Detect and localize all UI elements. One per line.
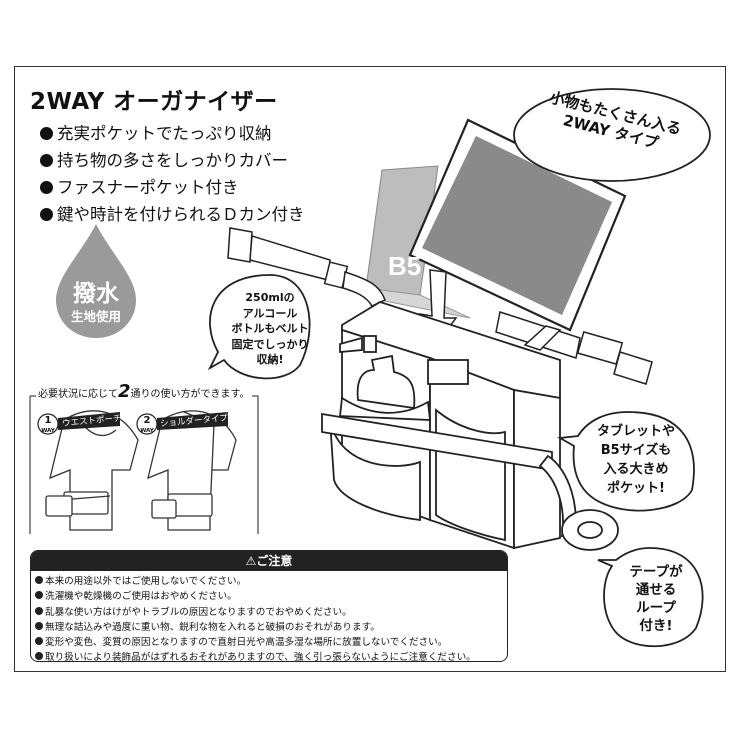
fabric-label: 生地使用	[70, 309, 121, 324]
b5-label: B5	[388, 251, 421, 281]
feature-item: ファスナーポケット付き	[40, 174, 305, 201]
caution-box: ⚠ご注意 本来の用途以外ではご使用しないでください。 洗濯機や乾燥機のご使用はお…	[30, 550, 508, 662]
mode-1-number: 1	[44, 415, 52, 426]
bubble-tape	[597, 547, 704, 648]
bubble-tablet	[557, 411, 695, 512]
bullet-icon	[40, 181, 53, 194]
bullet-icon	[35, 637, 43, 646]
bullet-icon	[40, 127, 53, 140]
bubble-bottle	[207, 274, 311, 380]
product-title: 2WAY オーガナイザー	[30, 89, 278, 115]
feature-item: 充実ポケットでたっぷり収納	[40, 120, 305, 147]
shoulder-type-figure	[147, 410, 237, 531]
caution-item: 本来の用途以外ではご使用しないでください。	[35, 574, 507, 589]
usage-panel	[29, 395, 259, 534]
mode-2-banner	[157, 412, 228, 430]
bubble-top-right	[513, 88, 711, 182]
mode-2-way: WAY	[140, 428, 154, 434]
caution-list: 本来の用途以外ではご使用しないでください。 洗濯機や乾燥機のご使用はおやめくださ…	[35, 574, 507, 661]
feature-list: 充実ポケットでたっぷり収納 持ち物の多さをしっかりカバー ファスナーポケット付き…	[40, 120, 305, 228]
water-drop-icon	[56, 224, 136, 338]
feature-item: 鍵や時計を付けられるＤカン付き	[40, 201, 305, 228]
callout-tape: テープが 通せる ループ 付き!	[629, 564, 683, 634]
water-repellent-badge: 撥水 生地使用	[52, 222, 140, 346]
caution-item: 変形や変色、変質の原因となりますので直射日光や高温多湿な場所に放置しないでくださ…	[35, 635, 507, 650]
caution-item: 乱暴な使い方はけがやトラブルの原因となりますのでおやめください。	[35, 605, 507, 620]
caution-item: 洗濯機や乾燥機のご使用はおやめください。	[35, 589, 507, 604]
feature-item: 持ち物の多さをしっかりカバー	[40, 147, 305, 174]
bullet-icon	[35, 576, 43, 584]
bullet-icon	[35, 606, 43, 615]
callout-bubbles	[207, 88, 711, 648]
left-belt	[227, 227, 386, 307]
bullet-icon	[35, 652, 43, 661]
b5-paper	[364, 165, 471, 319]
water-repellent-label: 撥水	[73, 281, 119, 307]
callout-bottle: 250mlの アルコール ボトルもベルト 固定でしっかり 収納!	[231, 291, 309, 366]
caution-heading: ⚠ご注意	[31, 551, 507, 571]
bullet-icon	[35, 591, 43, 600]
bullet-icon	[40, 154, 53, 167]
right-belt	[495, 311, 653, 385]
waist-pouch-figure	[45, 410, 139, 531]
bullet-icon	[40, 208, 53, 221]
mode-2-number: 2	[143, 415, 151, 426]
mode-1-way: WAY	[41, 428, 55, 434]
caution-item: 取り扱いにより装飾品がはずれるおそれがありますので、強く引っ張らないようにご注意…	[35, 650, 507, 661]
caution-item: 無理な詰込みや過度に重い物、鋭利な物を入れると破損のおそれがあります。	[35, 620, 507, 635]
organizer-body	[321, 301, 619, 551]
callout-tablet: タブレットや B5サイズも 入る大きめ ポケット!	[596, 424, 675, 496]
mode-1-banner	[58, 412, 120, 430]
usage-caption: 必要状況に応じて2通りの使い方ができます。	[38, 381, 250, 402]
bullet-icon	[35, 621, 43, 630]
